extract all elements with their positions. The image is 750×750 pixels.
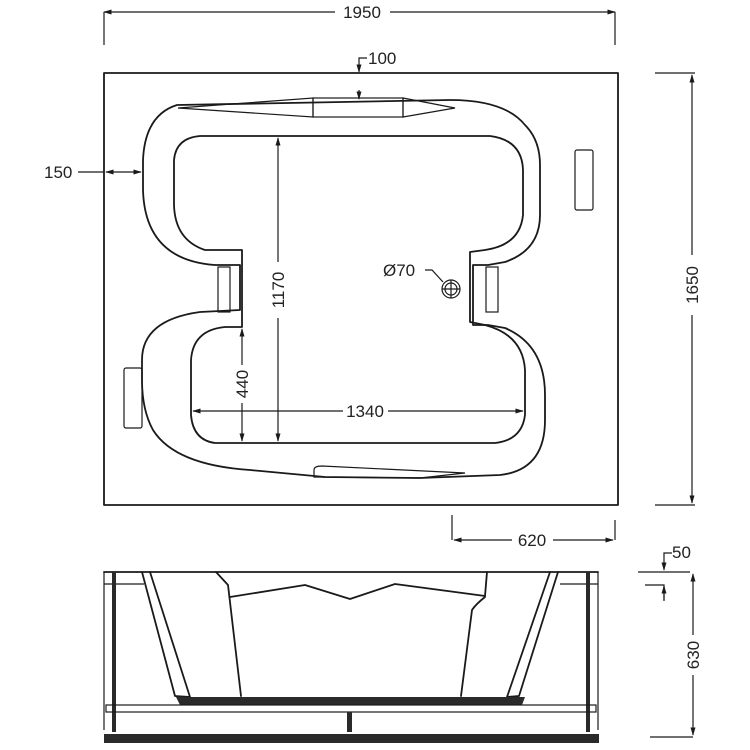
top-headrest-right [402,97,456,118]
left-grip [123,367,143,429]
label-1950: 1950 [343,3,381,22]
dimension-1650: 1650 [655,72,702,506]
dimension-1340: 1340 [192,402,524,421]
tub-base [176,697,525,705]
right-leg-post [586,572,590,732]
label-100: 100 [368,49,396,68]
tub-inner-contour [173,135,526,444]
dimension-50: 50 [638,543,691,601]
top-headrest [177,97,314,118]
tub-outer-contour [141,99,546,479]
left-step-insert [217,266,231,313]
right-grip [574,149,594,211]
label-630: 630 [684,641,703,669]
label-diameter-70: Ø70 [383,261,415,280]
label-440: 440 [233,370,252,398]
side-elevation [103,571,599,743]
support-rail [105,704,597,713]
bottom-headrest [313,465,466,479]
label-50: 50 [672,543,691,562]
dimension-diameter-70: Ø70 [383,261,444,283]
dimension-1170: 1170 [269,137,288,442]
center-foot [347,712,352,732]
label-1340: 1340 [346,402,384,421]
left-leg-post [112,572,116,732]
dimension-100: 100 [356,49,396,100]
label-1170: 1170 [269,272,288,309]
dimension-1950: 1950 [103,3,616,45]
label-620: 620 [518,531,546,550]
dimension-630: 630 [650,573,703,738]
right-step-insert [485,266,499,313]
dimension-440: 440 [233,328,252,442]
dimension-150: 150 [44,163,142,182]
label-1650: 1650 [683,266,702,304]
floor-hatch [104,734,599,743]
outer-frame [103,72,619,506]
label-150: 150 [44,163,72,182]
dimension-620: 620 [451,515,616,550]
drain-icon [441,279,461,299]
plan-view [103,72,619,506]
tub-side-profile [141,571,191,698]
